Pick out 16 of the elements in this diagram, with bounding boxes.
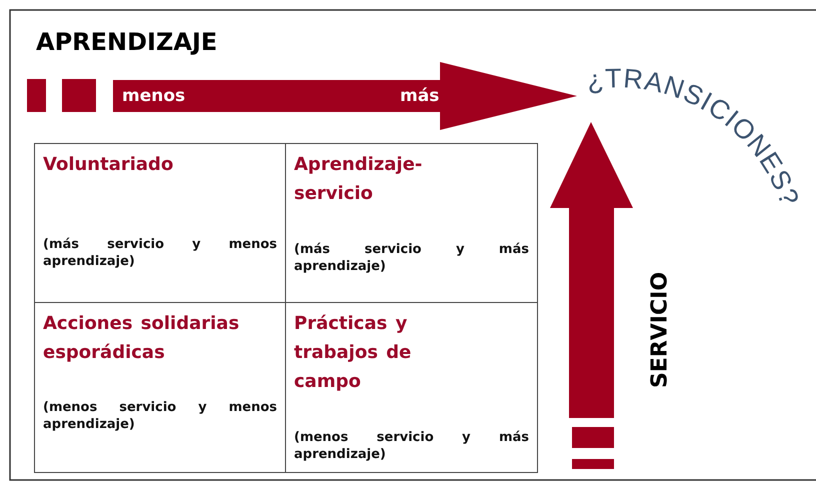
cell-note: (más servicio y más aprendizaje)	[294, 241, 529, 275]
cell-heading: Acciones solidarias esporádicas	[43, 312, 240, 365]
axis-title: APRENDIZAJE	[36, 28, 218, 56]
table-cell	[34, 302, 286, 473]
cell-heading: Aprendizaje-servicio	[294, 153, 424, 206]
axis-label: más	[400, 86, 440, 106]
table-cell	[285, 302, 538, 473]
axis-label: menos	[122, 86, 186, 106]
cell-note: (menos servicio y más aprendizaje)	[294, 429, 529, 463]
table-cell	[285, 143, 538, 303]
cell-heading: Voluntariado	[43, 153, 174, 177]
table-cell	[34, 143, 286, 303]
cell-heading: Prácticas y trabajos de campo	[294, 312, 412, 394]
axis-title: SERVICIO	[648, 272, 672, 388]
cell-note: (menos servicio y menos aprendizaje)	[43, 399, 277, 433]
cell-note: (más servicio y menos aprendizaje)	[43, 236, 277, 270]
